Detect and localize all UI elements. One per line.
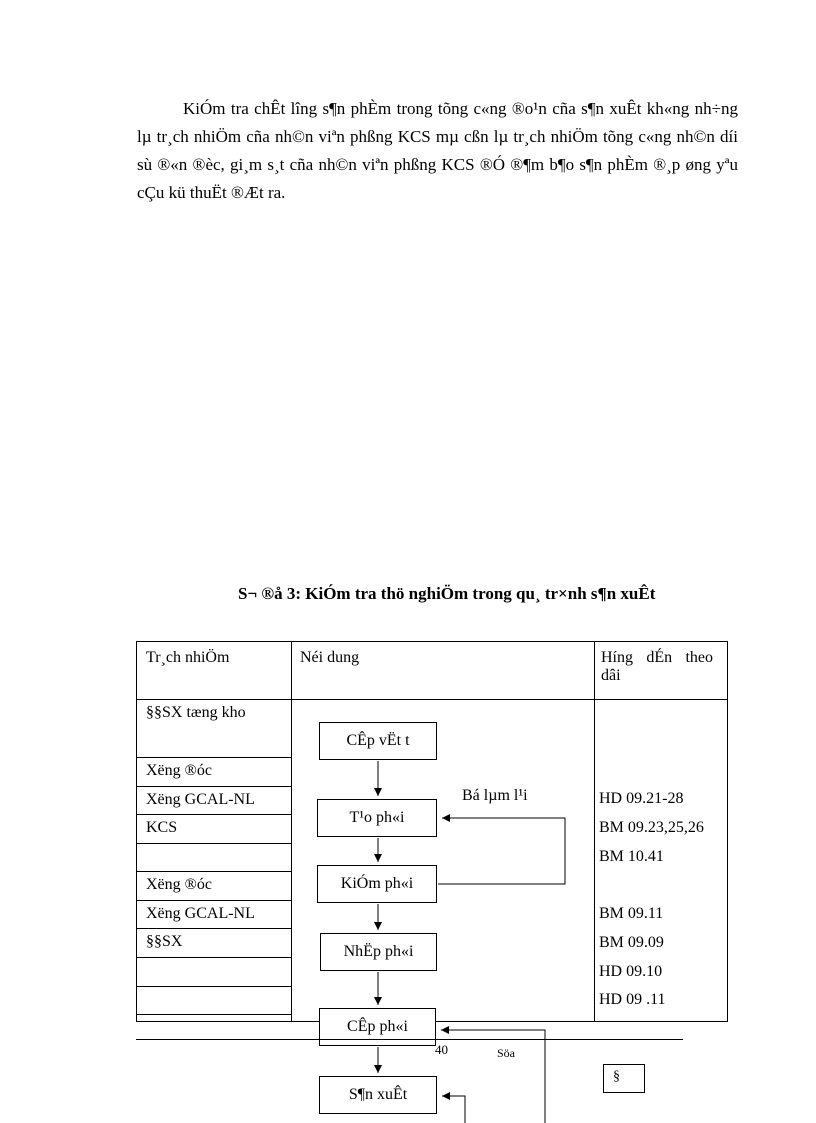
responsibility-cell: Xëng ®óc — [137, 872, 291, 901]
diagram-heading: S¬ ®å 3: KiÓm tra thö nghiÖm trong qu¸ t… — [238, 584, 656, 603]
process-table: Tr¸ch nhiÖm Néi dung Híng dÉn theo dâi §… — [136, 641, 728, 1022]
reference-item: BM 09.09 — [599, 934, 664, 951]
reference-item: HD 09.21-28 — [599, 790, 684, 807]
flow-box-cap-vat-tu: CÊp vËt t — [319, 722, 437, 760]
loop-label-bo-lam-lai: Bá lµm l¹i — [462, 787, 528, 804]
table-column-divider — [594, 642, 595, 1021]
column-header-responsibility: Tr¸ch nhiÖm — [146, 649, 230, 666]
responsibility-cell: Xëng GCAL-NL — [137, 901, 291, 929]
section-marker-box: § — [603, 1064, 645, 1093]
page-number: 40 — [435, 1042, 448, 1057]
reference-item: BM 10.41 — [599, 848, 664, 865]
responsibility-column: §§SX tæng kho Xëng ®óc Xëng GCAL-NL KCS … — [137, 700, 291, 1015]
reference-item: BM 09.23,25,26 — [599, 819, 704, 836]
reference-item: HD 09 .11 — [599, 991, 666, 1008]
responsibility-cell — [137, 987, 291, 1015]
loop-label-sua: Söa — [497, 1046, 515, 1060]
flow-arrow-feedback-san-xuat — [442, 1092, 466, 1123]
reference-item: BM 09.11 — [599, 905, 664, 922]
responsibility-cell — [137, 844, 291, 872]
flow-box-tao-phoi: T¹o ph«i — [317, 799, 437, 837]
section-marker-label: § — [613, 1069, 620, 1084]
flow-box-san-xuat: S¶n xuÊt — [319, 1076, 437, 1114]
table-column-divider — [291, 642, 292, 1021]
table-header-divider — [137, 699, 727, 700]
responsibility-cell: Xëng GCAL-NL — [137, 787, 291, 815]
responsibility-cell — [137, 958, 291, 987]
responsibility-cell: §§SX — [137, 929, 291, 958]
responsibility-cell: Xëng ®óc — [137, 758, 291, 787]
footer-rule — [136, 1039, 683, 1040]
responsibility-cell: §§SX tæng kho — [137, 700, 291, 758]
reference-item: HD 09.10 — [599, 963, 663, 980]
column-header-content: Néi dung — [300, 649, 360, 666]
responsibility-cell: KCS — [137, 815, 291, 844]
flow-box-cap-phoi: CÊp ph«i — [319, 1008, 436, 1046]
flow-box-nhap-phoi: NhËp ph«i — [320, 933, 437, 971]
body-paragraph: KiÓm tra chÊt lîng s¶n phÈm trong tõng c… — [137, 99, 738, 202]
flow-box-kiem-phoi: KiÓm ph«i — [317, 865, 437, 903]
column-header-guidance: Híng dÉn theo dâi — [601, 649, 713, 684]
flow-arrow-feedback-cap-phoi — [441, 1026, 546, 1123]
